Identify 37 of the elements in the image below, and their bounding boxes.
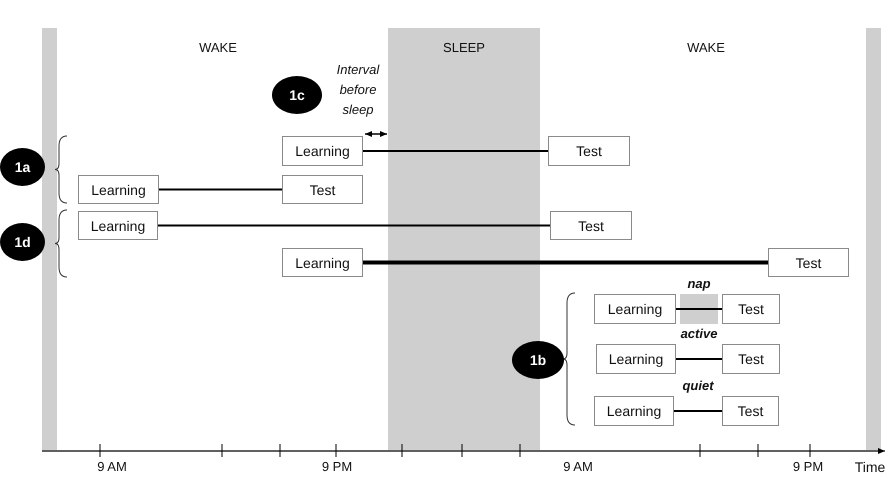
period-label: WAKE bbox=[687, 40, 725, 55]
stage-box: Test bbox=[722, 294, 780, 324]
timeline-line bbox=[363, 150, 548, 152]
annotation-text: Interval before sleep bbox=[336, 61, 380, 119]
condition-badge: 1b bbox=[512, 341, 564, 379]
stage-box: Learning bbox=[78, 175, 159, 204]
stage-box: Test bbox=[548, 136, 630, 166]
stage-box: Test bbox=[550, 211, 632, 240]
period-label: WAKE bbox=[199, 40, 237, 55]
timeline-line bbox=[363, 260, 768, 264]
edge-label: nap bbox=[687, 276, 711, 291]
tick-label: 9 PM bbox=[322, 459, 352, 474]
condition-badge: 1c bbox=[272, 76, 322, 114]
tick-label: 9 AM bbox=[563, 459, 593, 474]
stage-box: Learning bbox=[282, 248, 363, 277]
condition-badge: 1a bbox=[0, 148, 45, 186]
stage-box: Test bbox=[722, 344, 780, 374]
stage-box: Learning bbox=[78, 211, 158, 240]
stage-box: Test bbox=[722, 396, 779, 426]
stage-box: Learning bbox=[282, 136, 363, 166]
stage-box: Learning bbox=[596, 344, 676, 374]
stage-box: Test bbox=[282, 175, 363, 204]
tick-label: 9 PM bbox=[792, 459, 824, 474]
timeline-line bbox=[159, 188, 282, 190]
timeline-line bbox=[674, 410, 722, 412]
tick-label: 9 AM bbox=[97, 459, 127, 474]
edge-label: active bbox=[680, 326, 718, 341]
stage-box: Learning bbox=[594, 294, 676, 324]
timeline-line bbox=[676, 308, 722, 310]
axis-title: Time bbox=[854, 459, 886, 475]
timeline-line bbox=[158, 224, 550, 226]
condition-badge: 1d bbox=[0, 223, 45, 261]
period-label: SLEEP bbox=[443, 40, 485, 55]
stage-box: Test bbox=[768, 248, 849, 277]
stage-box: Learning bbox=[594, 396, 674, 426]
edge-label: quiet bbox=[682, 378, 714, 393]
timeline-line bbox=[676, 358, 722, 360]
